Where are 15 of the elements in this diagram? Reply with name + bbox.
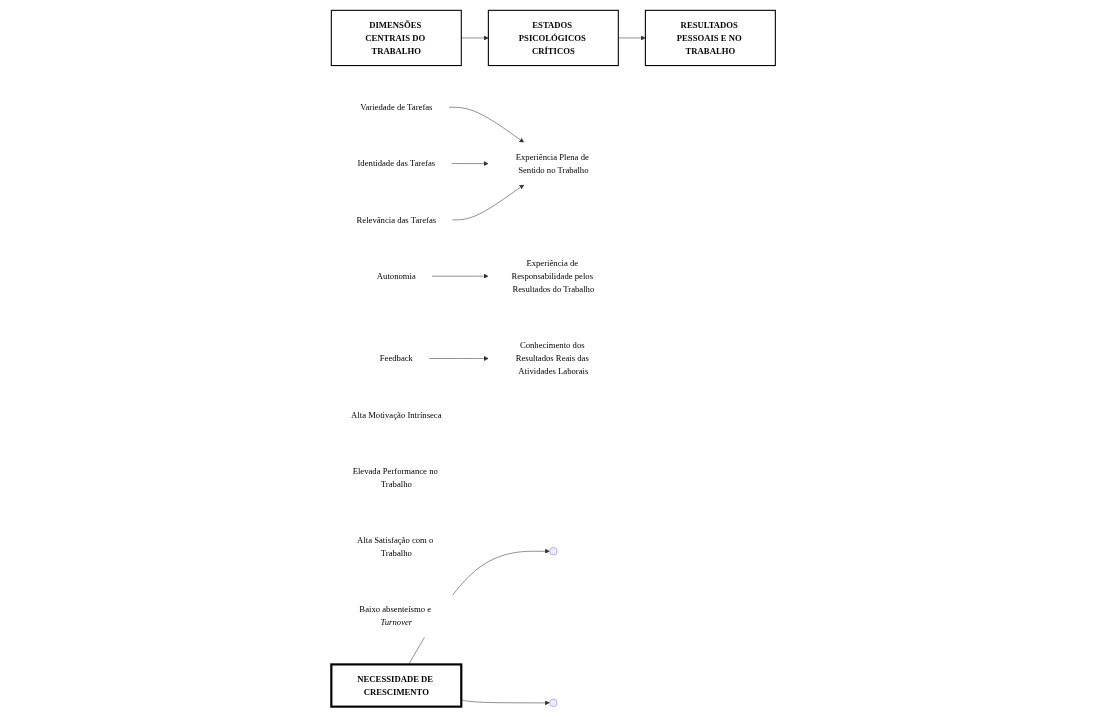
node-text: Autonomia <box>376 271 416 281</box>
node-box <box>330 663 463 708</box>
node-text: Elevada Performance no Trabalho <box>352 466 438 489</box>
node-text: Relevância das Tarefas <box>356 215 437 225</box>
node-text: Alta Satisfação com o Trabalho <box>357 535 434 558</box>
node-text: Feedback <box>379 353 414 363</box>
node-text: Experiência Plena de Sentido no Trabalho <box>515 152 589 175</box>
node-box <box>330 9 462 67</box>
node-text: Alta Motivação Intrínseca <box>351 409 442 420</box>
node-text: Experiência de Responsabilidade pelos Resultados do Trabalho <box>511 258 595 294</box>
node-text: Conhecimento dos Resultados Reais das Atividades Laborais <box>515 340 589 376</box>
node-box <box>645 9 777 67</box>
node-box <box>487 9 619 67</box>
node-text: Identidade das Tarefas <box>357 158 436 168</box>
node-text: Variedade de Tarefas <box>360 102 433 112</box>
